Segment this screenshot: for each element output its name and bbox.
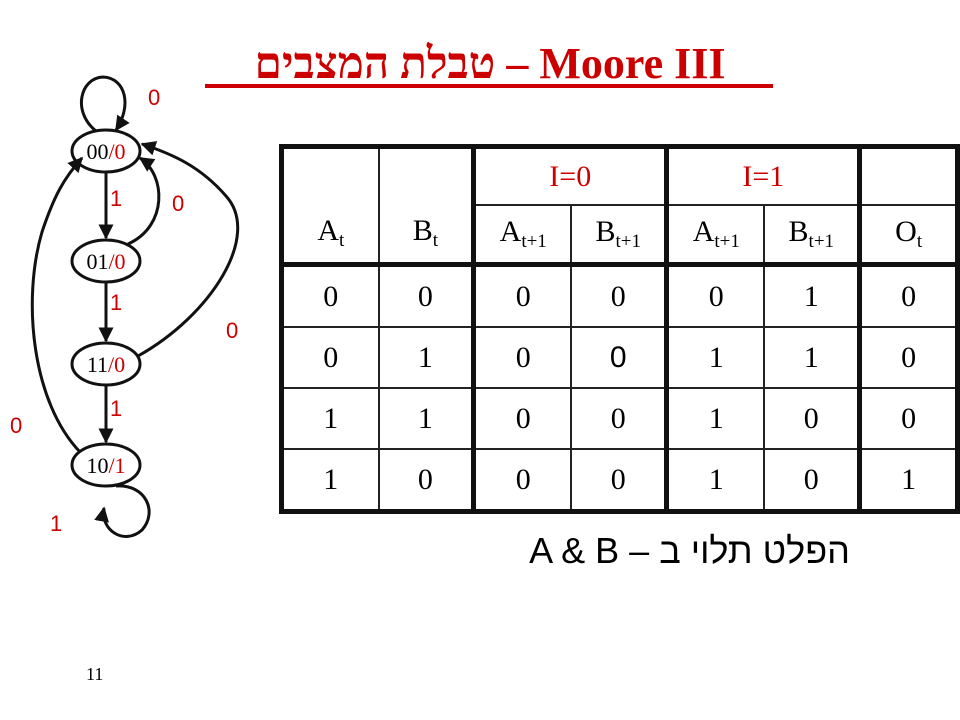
slide-title: טבלת המצבים – Moore III — [200, 36, 780, 92]
table-row: 1 0 0 0 1 0 1 — [278, 448, 960, 514]
state-code: 11 — [87, 352, 108, 377]
col-header-at1-i0: At+1 — [471, 204, 573, 266]
table-cell: 0 — [471, 326, 573, 389]
table-cell: 0 — [278, 326, 380, 389]
svg-text:10/1: 10/1 — [86, 453, 125, 478]
table-cell: 0 — [377, 262, 475, 328]
table-cell: 0 — [857, 326, 960, 389]
table-cell: 1 — [278, 387, 380, 450]
table-cell: 1 — [857, 448, 960, 514]
title-hebrew: טבלת המצבים — [254, 39, 496, 88]
table-cell: 1 — [278, 448, 380, 514]
state-code: 10 — [86, 453, 108, 478]
edge-11-00 — [137, 141, 240, 358]
table-cell: 0 — [570, 326, 668, 389]
edge-label-10-00: 0 — [10, 413, 22, 438]
state-output: /0 — [108, 249, 125, 274]
title-dash: – — [506, 39, 529, 88]
state-code: 01 — [86, 249, 108, 274]
table-cell: 1 — [664, 387, 766, 450]
note-dash: – — [629, 530, 650, 571]
edge-label-01-00: 0 — [172, 191, 184, 216]
slide-number: 11 — [86, 664, 104, 684]
col-header-at: At — [278, 144, 380, 266]
table-cell: 1 — [664, 326, 766, 389]
table-cell: 1 — [763, 262, 861, 328]
state-code: 00 — [86, 139, 108, 164]
table-header-row: At+1 Bt+1 At+1 Bt+1 Ot — [282, 204, 960, 266]
edge-00-self — [79, 75, 130, 133]
table-group-header-row: At Bt I=0 I=1 — [278, 144, 960, 266]
table-cell: 0 — [664, 262, 766, 328]
table-cell: 0 — [377, 448, 475, 514]
col-header-bt1-i0: Bt+1 — [570, 204, 668, 266]
table-cell: 1 — [664, 448, 766, 514]
state-table: At Bt I=0 I=1 At+1 Bt+1 At+1 Bt+1 Ot 0 0… — [278, 144, 960, 514]
group-header-i0: I=0 — [471, 144, 668, 206]
title-underline — [205, 84, 773, 88]
note-vars: A & B — [529, 530, 620, 571]
col-header-at1-i1: At+1 — [664, 204, 766, 266]
output-dependency-note: הפלט תלוי ב – A & B — [470, 522, 850, 580]
state-output: /0 — [108, 352, 125, 377]
edge-label-00-self: 0 — [148, 85, 160, 110]
col-header-ot: Ot — [857, 204, 960, 266]
edge-label-10-self: 1 — [50, 511, 62, 536]
table-cell: 0 — [857, 262, 960, 328]
table-cell: 0 — [857, 387, 960, 450]
state-node-11: 11/0 — [70, 341, 142, 387]
table-cell: 0 — [471, 262, 573, 328]
col-header-bt1-i1: Bt+1 — [763, 204, 861, 266]
table-cell: 0 — [471, 387, 573, 450]
table-cell: 0 — [763, 448, 861, 514]
table-row: 1 1 0 0 1 0 0 — [278, 387, 960, 450]
state-output: /0 — [108, 139, 125, 164]
table-cell: 1 — [763, 326, 861, 389]
table-cell: 0 — [570, 262, 668, 328]
state-node-01: 01/0 — [70, 238, 142, 284]
note-hebrew: הפלט תלוי ב — [659, 530, 850, 571]
table-cell: 0 — [278, 262, 380, 328]
group-header-i1: I=1 — [664, 144, 861, 206]
edge-10-00 — [30, 156, 84, 454]
edge-10-self — [94, 484, 151, 538]
col-header-bt: Bt — [377, 144, 475, 266]
state-node-00: 00/0 — [70, 128, 142, 174]
table-cell: 0 — [763, 387, 861, 450]
edge-01-00 — [127, 156, 161, 246]
svg-text:01/0: 01/0 — [86, 249, 125, 274]
svg-text:11/0: 11/0 — [87, 352, 125, 377]
table-cell: 1 — [377, 326, 475, 389]
edge-label-00-01: 1 — [110, 186, 122, 211]
table-row: 0 1 0 0 1 1 0 — [278, 326, 960, 389]
edge-label-11-10: 1 — [110, 396, 122, 421]
table-row: 0 0 0 0 0 1 0 — [278, 262, 960, 328]
title-english: Moore III — [539, 39, 726, 88]
table-cell: 1 — [377, 387, 475, 450]
table-cell: 0 — [570, 387, 668, 450]
state-output: /1 — [108, 453, 125, 478]
state-node-10: 10/1 — [70, 442, 142, 488]
svg-text:00/0: 00/0 — [86, 139, 125, 164]
group-header-empty — [857, 144, 960, 206]
table-cell: 0 — [471, 448, 573, 514]
table-cell: 0 — [570, 448, 668, 514]
edge-label-11-00: 0 — [226, 318, 238, 343]
edge-label-01-11: 1 — [110, 290, 122, 315]
